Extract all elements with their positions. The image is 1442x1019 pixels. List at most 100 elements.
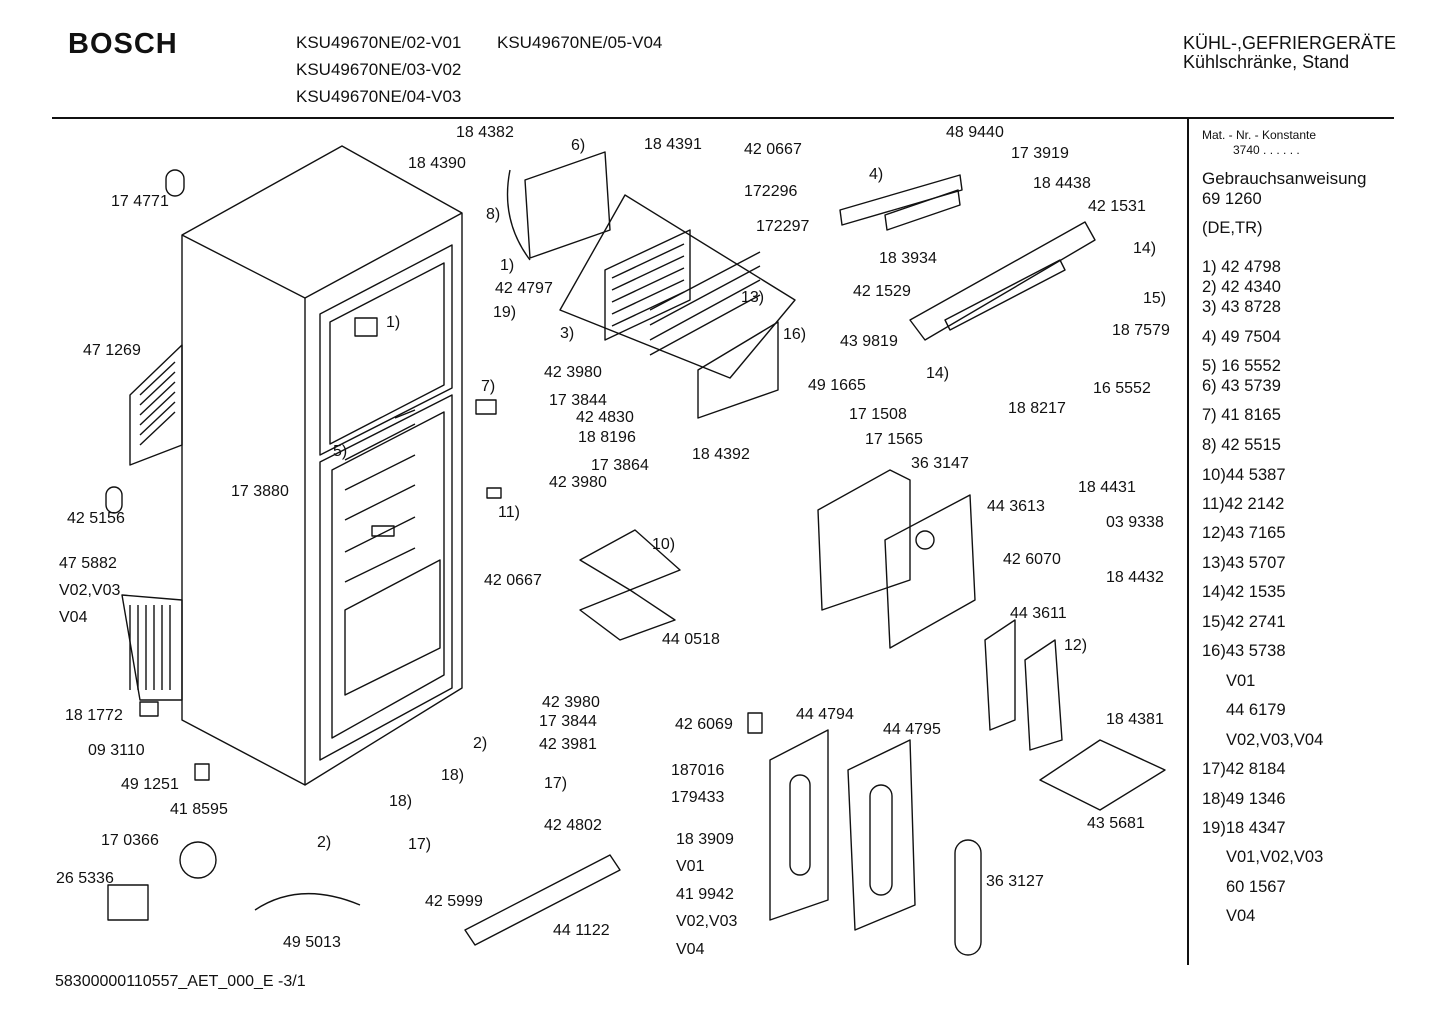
model-number: KSU49670NE/04-V03: [296, 87, 462, 106]
model-number: KSU49670NE/02-V01: [296, 33, 462, 52]
part-label: 18 4391: [644, 136, 702, 153]
part-label: 44 4795: [883, 721, 941, 738]
part-label: 44 3611: [1010, 605, 1067, 622]
cable: [506, 169, 531, 261]
part-label: 17 3919: [1011, 145, 1069, 162]
part-label: 42 1529: [853, 283, 911, 300]
legend-item: 18)49 1346: [1202, 790, 1286, 808]
part-label: 42 0667: [744, 141, 802, 158]
part-label: 42 3981: [539, 736, 597, 753]
legend-item: V04: [1226, 907, 1256, 925]
part-label: 16 5552: [1093, 380, 1151, 397]
legend-item: 44 6179: [1226, 701, 1286, 719]
egg-tray: [984, 619, 1016, 731]
power-cord: [254, 892, 361, 911]
legend-item: 15)42 2741: [1202, 613, 1286, 631]
part-label: 42 3980: [542, 694, 600, 711]
part-label: 19): [493, 304, 517, 321]
document-id: 58300000110557_AET_000_E -3/1: [55, 973, 306, 990]
bracket-icon: [475, 399, 497, 415]
part-label: 17): [408, 836, 432, 853]
part-label: 18): [441, 767, 465, 784]
part-label: 49 1251: [121, 776, 179, 793]
fan-icon: [179, 841, 217, 879]
part-label: V04: [676, 941, 705, 958]
door-strip: [954, 839, 982, 956]
legend-item: 12)43 7165: [1202, 524, 1286, 542]
model-number: KSU49670NE/05-V04: [497, 33, 663, 52]
part-label: 18 4431: [1078, 479, 1136, 496]
part-label: 18 4381: [1106, 711, 1164, 728]
legend-item: 7) 41 8165: [1202, 406, 1281, 424]
part-label: 18 8217: [1008, 400, 1066, 417]
part-label: 17 3864: [591, 457, 649, 474]
clip-icon: [486, 487, 502, 499]
part-label: 18 8196: [578, 429, 636, 446]
part-label: 172297: [756, 218, 810, 235]
part-label: 1): [500, 257, 515, 274]
door-handle-top: [909, 221, 1096, 341]
part-label: 42 5999: [425, 893, 483, 910]
part-label: 10): [652, 536, 676, 553]
legend-item: 10)44 5387: [1202, 466, 1286, 484]
part-label: 18 7579: [1112, 322, 1170, 339]
category-title: KÜHL-,GEFRIERGERÄTE: [1183, 33, 1397, 53]
part-label: 17 1565: [865, 431, 923, 448]
part-label: 42 3980: [549, 474, 607, 491]
part-label: V01: [676, 858, 705, 875]
handle-display: [944, 259, 1066, 331]
plug-icon: [105, 486, 123, 514]
part-label: 41 9942: [676, 886, 734, 903]
part-label: 17 3844: [549, 392, 607, 409]
egg-tray: [1024, 639, 1063, 751]
freezer-cover: [524, 151, 611, 259]
part-label: 18 3934: [879, 250, 937, 267]
part-label: 18 1772: [65, 707, 123, 724]
legend-item: 19)18 4347: [1202, 819, 1286, 837]
door-bar-slot: [869, 784, 893, 896]
legend-item: 2) 42 4340: [1202, 278, 1281, 296]
legend-item: 8) 42 5515: [1202, 436, 1281, 454]
part-label: 42 6070: [1003, 551, 1061, 568]
cover-plate: [884, 494, 976, 649]
part-label: 44 0518: [662, 631, 720, 648]
part-label: 43 9819: [840, 333, 898, 350]
part-label: 03 9338: [1106, 514, 1164, 531]
part-label: 3): [560, 325, 575, 342]
part-label: 12): [1064, 637, 1088, 654]
part-label: 2): [473, 735, 488, 752]
drawer-front: [464, 854, 621, 946]
condenser-panel: [121, 344, 183, 701]
part-label: 42 4802: [544, 817, 602, 834]
part-label: 18 4392: [692, 446, 750, 463]
part-label: 42 4797: [495, 280, 553, 297]
motor-icon: [107, 884, 149, 921]
control-board: [884, 189, 961, 231]
part-label: 14): [926, 365, 950, 382]
part-label: 17 4771: [111, 193, 169, 210]
legend-item: 6) 43 5739: [1202, 377, 1281, 395]
relay-icon: [139, 701, 159, 717]
part-label: 14): [1133, 240, 1157, 257]
part-label: 172296: [744, 183, 798, 200]
part-label: V02,V03: [676, 913, 738, 930]
legend-item: 14)42 1535: [1202, 583, 1286, 601]
part-label: 42 3980: [544, 364, 602, 381]
part-label: 6): [571, 137, 586, 154]
door-bar-slot: [789, 774, 811, 876]
control-panel: [839, 174, 963, 226]
door-shelf: [579, 529, 681, 591]
manual-language: (DE,TR): [1202, 219, 1263, 237]
legend-item: 4) 49 7504: [1202, 328, 1281, 346]
part-label: 13): [741, 289, 765, 306]
part-label: 47 5882: [59, 555, 117, 572]
capacitor-icon: [194, 763, 210, 781]
part-label: 44 3613: [987, 498, 1045, 515]
legend-item: 16)43 5738: [1202, 642, 1286, 660]
part-label: 43 5681: [1087, 815, 1145, 832]
part-label: 187016: [671, 762, 725, 779]
mat-nr-label: Mat. - Nr. - Konstante: [1202, 128, 1317, 142]
legend-item: 5) 16 5552: [1202, 357, 1281, 375]
part-label: 42 6069: [675, 716, 733, 733]
part-label: 17 3880: [231, 483, 289, 500]
